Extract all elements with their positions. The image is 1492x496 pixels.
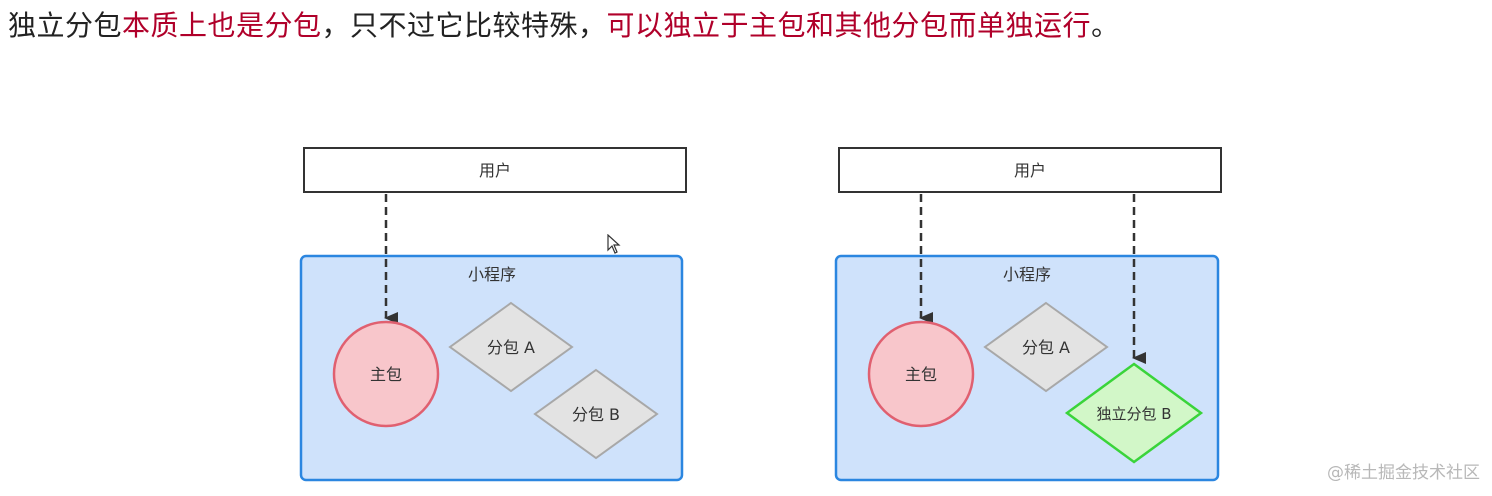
left-container-label: 小程序 — [468, 265, 516, 284]
right-container-label: 小程序 — [1003, 265, 1051, 284]
right-independent-package-b-label: 独立分包 B — [1096, 405, 1171, 423]
left-diagram: 用户 小程序 主包 分包 A 分包 B — [299, 147, 687, 482]
left-sub-package-b — [533, 368, 659, 460]
left-sub-package-b-label: 分包 B — [572, 405, 620, 424]
right-sub-package-a — [983, 301, 1109, 393]
arrow-cursor-icon — [607, 233, 621, 258]
left-main-package — [332, 320, 440, 428]
headline-segment: ，只不过它比较特殊， — [321, 9, 607, 42]
headline-segment-emphasis: 本质上也是分包 — [122, 9, 322, 42]
right-independent-package-b — [1064, 362, 1204, 464]
left-user-label: 用户 — [479, 161, 511, 180]
right-main-package-label: 主包 — [905, 365, 937, 384]
left-sub-package-a — [448, 301, 574, 393]
left-sub-package-a-label: 分包 A — [487, 338, 535, 357]
right-user-label: 用户 — [1014, 161, 1046, 180]
right-diagram: 用户 小程序 主包 分包 A 独立分包 B — [834, 147, 1222, 482]
watermark: @稀土掘金技术社区 — [1327, 463, 1480, 483]
headline: 独立分包本质上也是分包，只不过它比较特殊，可以独立于主包和其他分包而单独运行。 — [8, 6, 1120, 46]
right-sub-package-a-label: 分包 A — [1022, 338, 1070, 357]
headline-segment-emphasis: 可以独立于主包和其他分包而单独运行 — [606, 9, 1092, 42]
headline-segment: 独立分包 — [8, 9, 123, 42]
headline-segment: 。 — [1091, 9, 1120, 42]
right-user-box — [838, 147, 1222, 193]
right-main-package — [867, 320, 975, 428]
left-user-box — [303, 147, 687, 193]
left-main-package-label: 主包 — [370, 365, 402, 384]
